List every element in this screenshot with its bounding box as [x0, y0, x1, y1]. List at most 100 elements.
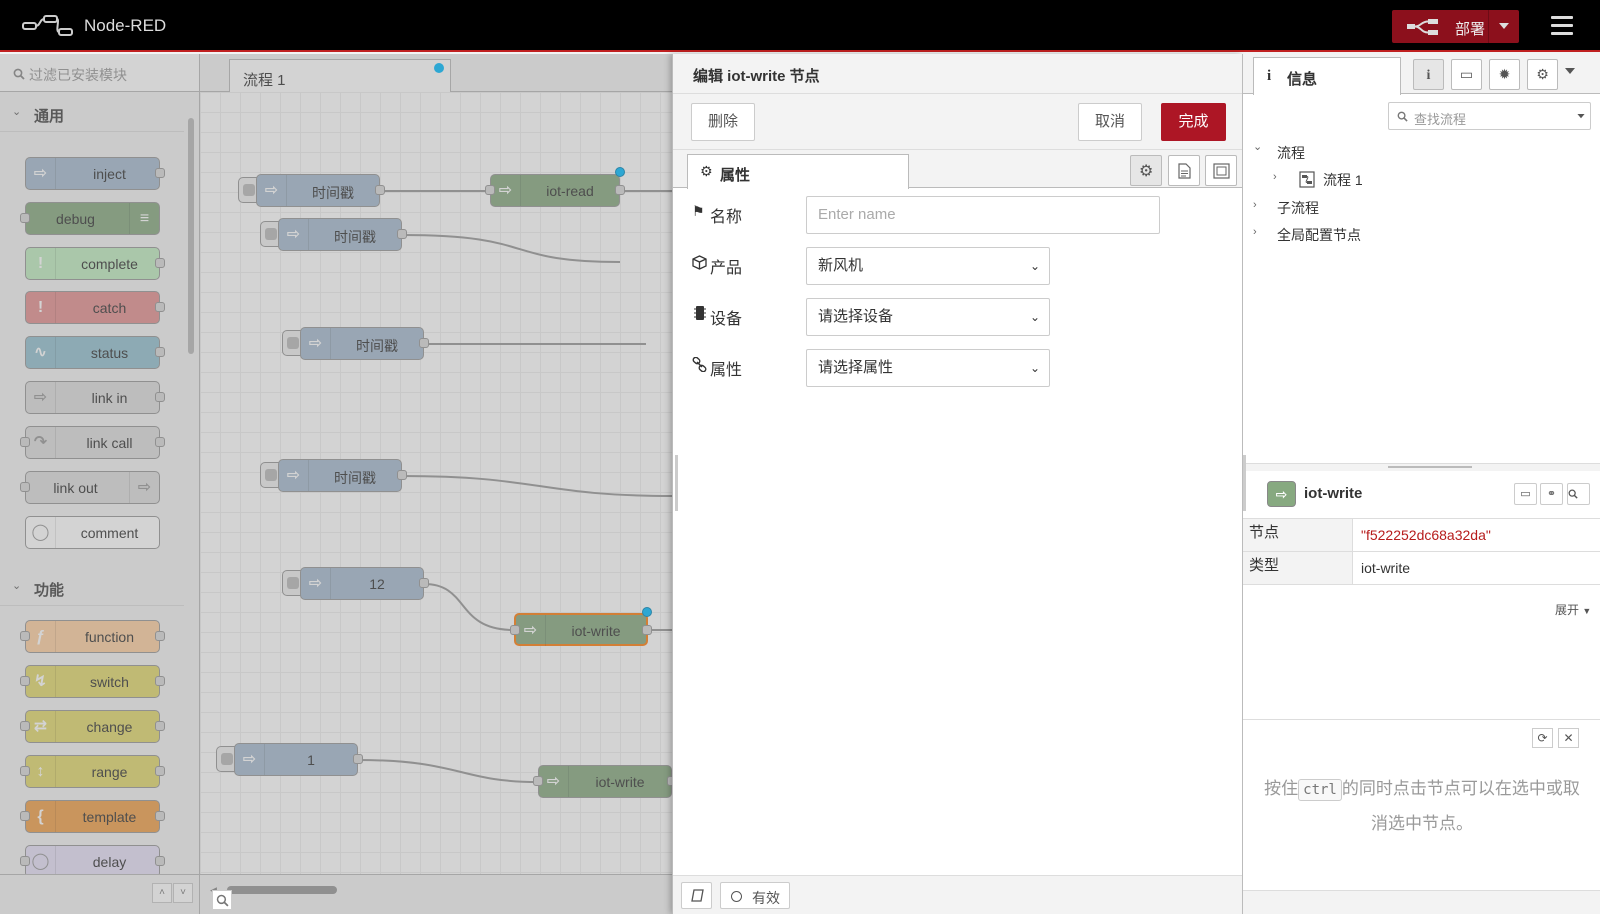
done-button[interactable]: 完成	[1161, 103, 1226, 141]
output-port[interactable]	[397, 229, 407, 239]
output-port[interactable]	[353, 754, 363, 764]
palette-node-link-call[interactable]: ↷link call	[20, 426, 165, 459]
sidebar-resize-handle[interactable]	[1243, 455, 1246, 511]
tab-info[interactable]: i 信息	[1253, 57, 1401, 95]
sidebar-search-input[interactable]: 查找流程	[1388, 102, 1591, 130]
palette-node-change[interactable]: ⇄change	[20, 710, 165, 743]
book-icon: ▭	[1520, 488, 1531, 500]
tab-flow-1[interactable]: 流程 1	[229, 59, 451, 93]
flow-node[interactable]: ⇨时间戳	[278, 459, 407, 492]
category-function[interactable]: ⌄ 功能	[0, 568, 184, 606]
product-select[interactable]: 新风机 ⌄	[806, 247, 1050, 285]
search-icon	[1397, 111, 1408, 122]
palette-node-comment[interactable]: ◯comment	[25, 516, 160, 549]
arrow-in-icon: ⇨	[301, 568, 331, 599]
flow-node[interactable]: ⇨12	[300, 567, 429, 600]
flow-node[interactable]: ⇨1	[234, 743, 363, 776]
node-properties-table: 节点 "f522252dc68a32da" 类型 iot-write	[1243, 519, 1600, 585]
input-port[interactable]	[485, 185, 495, 195]
palette-node-template[interactable]: {template	[20, 800, 165, 833]
tag-icon: ⚑	[692, 203, 705, 219]
workspace-canvas[interactable]: ⇨时间戳 ⇨iot-read ⇨时间戳 ⇨时间戳 ⇨时间戳 ⇨12 ⇨iot-write ⇨1…	[200, 92, 672, 874]
tree-item-global-config[interactable]: › 全局配置节点	[1243, 221, 1600, 247]
palette-node-complete[interactable]: !complete	[25, 247, 165, 280]
flow-node[interactable]: ⇨iot-write	[510, 607, 652, 646]
input-port[interactable]	[510, 625, 520, 635]
category-common[interactable]: ⌄ 通用	[0, 94, 184, 132]
property-select-value: 请选择属性	[818, 359, 894, 376]
output-port[interactable]	[419, 338, 429, 348]
chevron-down-icon: ⌄	[12, 106, 22, 118]
palette-node-link-in[interactable]: ⇨link in	[25, 381, 165, 414]
arrow-in-icon: ⇨	[516, 615, 546, 646]
palette-node-catch[interactable]: !catch	[25, 291, 165, 324]
cancel-button[interactable]: 取消	[1078, 103, 1142, 141]
node-search-button[interactable]	[1567, 483, 1590, 505]
tab-settings-icon-button[interactable]: ⚙	[1130, 155, 1162, 186]
deploy-button[interactable]: 部署	[1392, 10, 1519, 43]
input-port[interactable]	[533, 776, 543, 786]
tab-description-icon-button[interactable]	[1168, 155, 1200, 186]
debug-tab-button[interactable]: ✹	[1489, 59, 1520, 90]
selected-node-name: iot-write	[1304, 485, 1363, 502]
property-select[interactable]: 请选择属性 ⌄	[806, 349, 1050, 387]
arrow-in-icon: ⇨	[235, 744, 265, 775]
delete-button[interactable]: 删除	[691, 103, 755, 141]
flow-node[interactable]: ⇨时间戳	[278, 218, 407, 251]
workspace-horizontal-scrollbar[interactable]	[227, 886, 337, 894]
sidebar-more-button[interactable]	[1565, 68, 1575, 75]
tree-item-flows[interactable]: ⌄ 流程	[1243, 139, 1600, 165]
arrow-in-icon: ⇨	[279, 219, 309, 250]
output-port[interactable]	[642, 625, 652, 635]
workspace-search-button[interactable]	[212, 890, 232, 910]
collapse-all-button[interactable]: ˄	[152, 883, 172, 903]
output-port[interactable]	[419, 578, 429, 588]
palette-node-debug[interactable]: ≡debug	[20, 202, 160, 235]
output-port[interactable]	[667, 776, 672, 786]
node-help-button[interactable]	[681, 882, 712, 909]
palette-node-switch[interactable]: ↯switch	[20, 665, 165, 698]
flow-node[interactable]: ⇨iot-read	[485, 167, 625, 207]
flow-node[interactable]: ⇨时间戳	[300, 327, 429, 360]
expand-link[interactable]: 展开 ▼	[1555, 601, 1591, 618]
output-port[interactable]	[615, 185, 625, 195]
palette-node-status[interactable]: ∿status	[25, 336, 165, 369]
tray-resize-handle[interactable]	[675, 455, 678, 511]
palette-node-link-out[interactable]: ⇨link out	[20, 471, 160, 504]
device-select[interactable]: 请选择设备 ⌄	[806, 298, 1050, 336]
output-port[interactable]	[375, 185, 385, 195]
node-link-button[interactable]: ⚭	[1540, 483, 1563, 505]
palette-node-inject[interactable]: ⇨inject	[25, 157, 165, 190]
expand-all-button[interactable]: ˅	[173, 883, 193, 903]
caret-down-icon: ▼	[1582, 606, 1592, 616]
main-menu-button[interactable]	[1551, 16, 1573, 36]
palette-scrollbar[interactable]	[188, 118, 194, 354]
inject-trigger-button[interactable]	[282, 570, 302, 596]
search-icon	[1568, 489, 1578, 499]
tree-item-flow-1[interactable]: › 流程 1	[1243, 166, 1600, 192]
name-input[interactable]: Enter name	[806, 196, 1160, 234]
sidebar-splitter[interactable]	[1243, 463, 1600, 471]
palette-search[interactable]: 过滤已安装模块	[0, 54, 199, 92]
inject-trigger-button[interactable]	[238, 177, 258, 203]
config-tab-button[interactable]: ⚙	[1527, 59, 1558, 90]
palette-node-range[interactable]: ↕range	[20, 755, 165, 788]
close-tip-button[interactable]: ✕	[1558, 728, 1579, 748]
tab-appearance-icon-button[interactable]	[1205, 155, 1237, 186]
node-red-logo-icon	[22, 15, 73, 36]
help-tab-button[interactable]: ▭	[1451, 59, 1482, 90]
info-tab-button[interactable]: i	[1413, 59, 1444, 90]
selected-node-header: ⇨ iot-write ▭ ⚭	[1243, 471, 1600, 519]
output-port[interactable]	[397, 470, 407, 480]
output-port	[155, 766, 165, 776]
refresh-tip-button[interactable]: ⟳	[1532, 728, 1553, 748]
flow-node[interactable]: ⇨时间戳	[256, 174, 385, 207]
tree-item-subflows[interactable]: › 子流程	[1243, 194, 1600, 220]
tab-properties[interactable]: ⚙ 属性	[687, 154, 909, 189]
node-enabled-toggle[interactable]: 有效	[720, 882, 790, 909]
flow-node[interactable]: ⇨iot-write	[533, 765, 672, 798]
deploy-dropdown-button[interactable]	[1488, 10, 1519, 43]
palette: 过滤已安装模块 ⌄ 通用 ⇨inject ≡debug !complete !catc…	[0, 54, 200, 914]
node-help-button[interactable]: ▭	[1514, 483, 1537, 505]
